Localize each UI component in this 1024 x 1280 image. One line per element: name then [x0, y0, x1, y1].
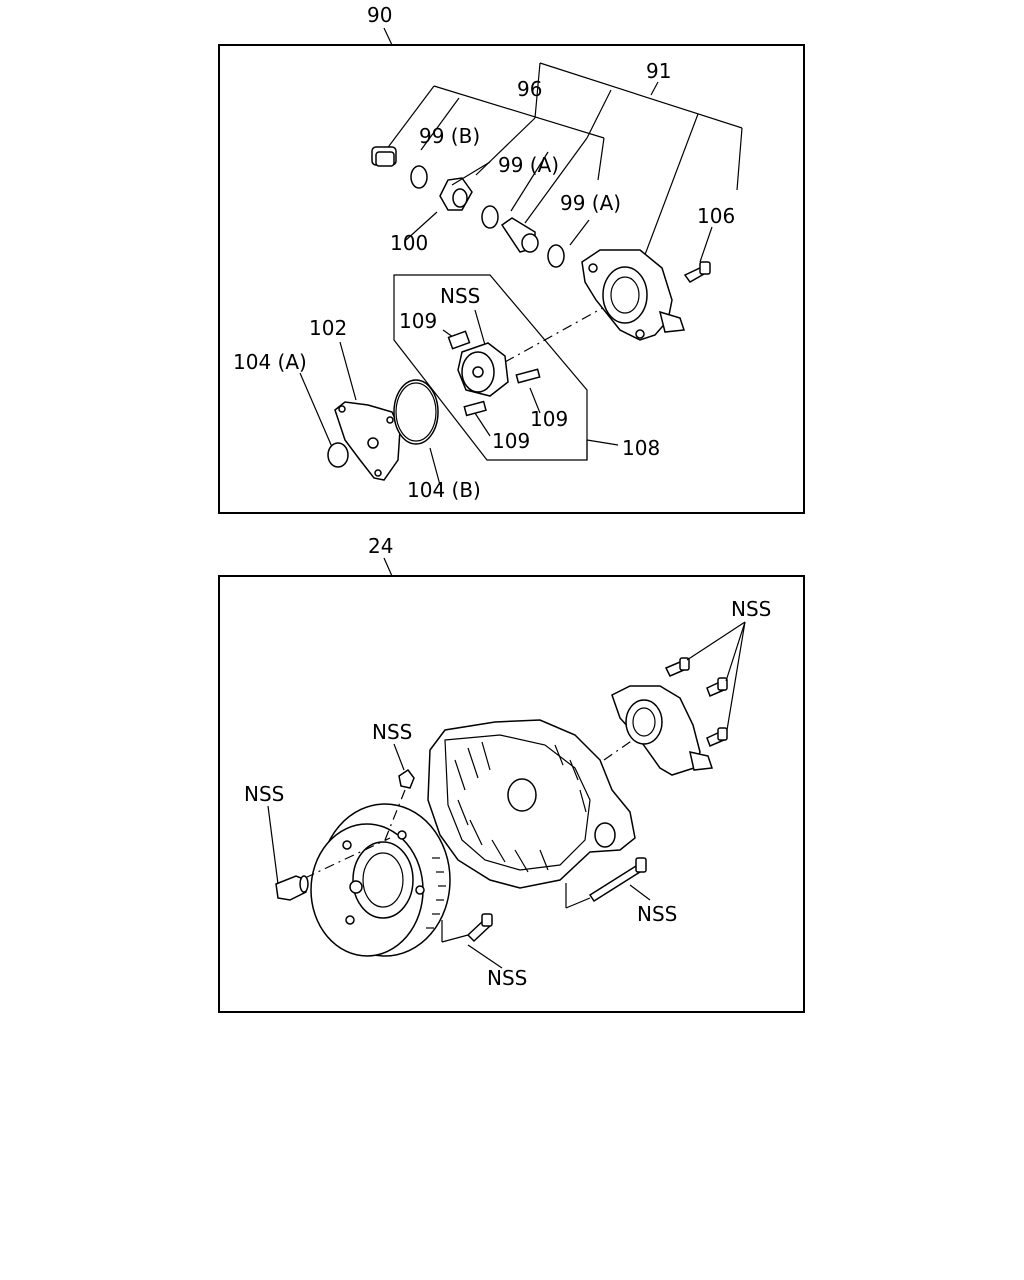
oring-104a-part [327, 442, 349, 468]
label-104a: 104 (A) [233, 350, 307, 374]
label-109-c: 109 [492, 429, 530, 453]
panel-top-frame [218, 44, 805, 514]
short-bolt-part [466, 913, 493, 943]
plate-102-part [334, 401, 401, 481]
front-housing-part [310, 803, 451, 957]
ring-99a-part-2 [547, 244, 565, 268]
rear-cover-part [611, 685, 714, 776]
label-108: 108 [622, 436, 660, 460]
vane-109-part-2 [515, 368, 541, 384]
panel-top-ref-label: 90 [367, 3, 392, 27]
label-nss-1: NSS [731, 597, 771, 621]
pin-part [275, 875, 309, 901]
label-nss-2: NSS [372, 720, 412, 744]
through-bolt-part [588, 857, 647, 903]
bushing-part [500, 217, 539, 253]
label-99b: 99 (B) [419, 124, 480, 148]
label-nss-5: NSS [487, 966, 527, 990]
label-102: 102 [309, 316, 347, 340]
label-104b: 104 (B) [407, 478, 481, 502]
nut-part [398, 768, 415, 789]
label-109-a: 109 [399, 309, 437, 333]
vane-109-part-3 [463, 400, 487, 417]
label-nss-3: NSS [244, 782, 284, 806]
panel-bottom: 24 [218, 534, 805, 1013]
label-100: 100 [390, 231, 428, 255]
bolt-part-3 [706, 727, 728, 747]
vane-rotor-part [457, 342, 509, 397]
ring-99b-part [410, 165, 428, 189]
ring-99a-part-1 [481, 205, 499, 229]
label-nss-top: NSS [440, 284, 480, 308]
rear-housing-91-part [581, 249, 686, 341]
bolt-part-1 [664, 657, 690, 677]
oring-104b-part [393, 379, 439, 445]
panel-bottom-ref-label: 24 [368, 534, 393, 558]
clip-100-part [439, 161, 491, 211]
label-109-b: 109 [530, 407, 568, 431]
leader-lines-top [299, 62, 743, 486]
label-91: 91 [646, 59, 671, 83]
label-99a-1: 99 (A) [498, 153, 559, 177]
label-96: 96 [517, 77, 542, 101]
panel-top: 90 [218, 3, 805, 514]
vane-109-part-1 [447, 330, 471, 350]
bolt-part-2 [706, 677, 728, 697]
label-nss-4: NSS [637, 902, 677, 926]
panel-bottom-frame [218, 575, 805, 1013]
label-106: 106 [697, 204, 735, 228]
plug-96-part [371, 146, 397, 167]
leader-lines-bottom [267, 621, 746, 969]
bolt-106-part [683, 261, 711, 283]
label-99a-2: 99 (A) [560, 191, 621, 215]
rear-frame-part [427, 719, 636, 889]
